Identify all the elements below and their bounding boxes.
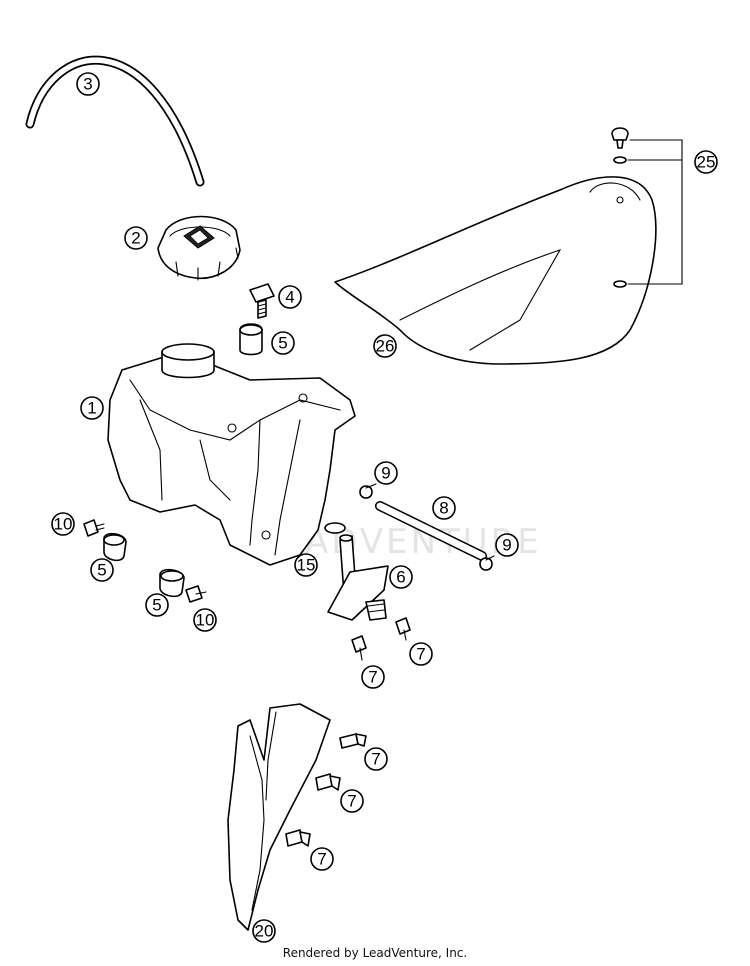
callout-7-tap-right-label: 7 [416, 645, 425, 664]
callout-7-tap-right: 7 [409, 642, 433, 666]
callout-6-label: 6 [396, 568, 405, 587]
callout-2-label: 2 [131, 229, 140, 248]
callout-7-cover-b: 7 [340, 789, 364, 813]
seat-fastener [611, 127, 683, 288]
callout-10-lower-label: 10 [196, 611, 215, 630]
callout-7-cover-b-label: 7 [347, 792, 356, 811]
fuel-tank [107, 343, 356, 566]
callout-5-top-label: 5 [278, 334, 287, 353]
screw-7-tap-left [351, 635, 367, 661]
callout-1-label: 1 [87, 399, 96, 418]
bolt-4 [249, 283, 275, 319]
screw-7-tap-right [395, 617, 411, 641]
fuel-hose [25, 55, 205, 187]
callout-7-cover-a-label: 7 [371, 750, 380, 769]
callout-7-tap-left: 7 [361, 665, 385, 689]
spacer-5-left [103, 532, 127, 562]
callout-6: 6 [389, 565, 413, 589]
callout-8: 8 [432, 496, 456, 520]
callout-26-label: 26 [376, 337, 395, 356]
screw-7-cover-a [339, 733, 367, 749]
footer-credit: Rendered by LeadVenture, Inc. [282, 946, 468, 960]
callout-9-bottom: 9 [495, 533, 519, 557]
callout-20-label: 20 [255, 922, 274, 941]
o-ring [324, 522, 346, 534]
callout-4: 4 [278, 285, 302, 309]
screw-7-cover-c [285, 829, 311, 847]
callout-5-left-label: 5 [97, 561, 106, 580]
callout-15: 15 [294, 553, 318, 577]
seat [334, 176, 657, 365]
screw-7-cover-b [315, 773, 341, 791]
callout-10-lower: 10 [193, 608, 217, 632]
callout-3-label: 3 [83, 75, 92, 94]
callout-10-left-label: 10 [54, 515, 73, 534]
callout-20: 20 [252, 919, 276, 943]
spacer-5-top [239, 323, 263, 356]
callout-15-label: 15 [297, 556, 316, 575]
callout-10-left: 10 [51, 512, 75, 536]
callout-9-bottom-label: 9 [502, 536, 511, 555]
callout-7-cover-a: 7 [364, 747, 388, 771]
bolt-10-lower [185, 585, 207, 603]
callout-7-cover-c-label: 7 [317, 850, 326, 869]
callout-9-top: 9 [374, 461, 398, 485]
callout-25: 25 [694, 150, 718, 174]
callout-5-lower: 5 [145, 593, 169, 617]
callout-8-label: 8 [439, 499, 448, 518]
callout-7-cover-c: 7 [310, 847, 334, 871]
callout-1: 1 [80, 396, 104, 420]
fuel-cap [157, 215, 241, 281]
callout-4-label: 4 [285, 288, 294, 307]
callout-26: 26 [373, 334, 397, 358]
callout-25-label: 25 [697, 153, 716, 172]
callout-9-top-label: 9 [381, 464, 390, 483]
tank-cover [227, 703, 331, 931]
callout-3: 3 [76, 72, 100, 96]
callout-5-left: 5 [90, 558, 114, 582]
callout-2: 2 [124, 226, 148, 250]
hose-clamp-bottom [479, 555, 495, 571]
fuel-tap [327, 534, 389, 621]
fuel-line [375, 501, 487, 561]
callout-5-top: 5 [271, 331, 295, 355]
callout-7-tap-left-label: 7 [368, 668, 377, 687]
spacer-5-lower [159, 568, 185, 598]
bolt-10-left [83, 519, 105, 537]
hose-clamp-top [359, 483, 377, 499]
callout-5-lower-label: 5 [152, 596, 161, 615]
